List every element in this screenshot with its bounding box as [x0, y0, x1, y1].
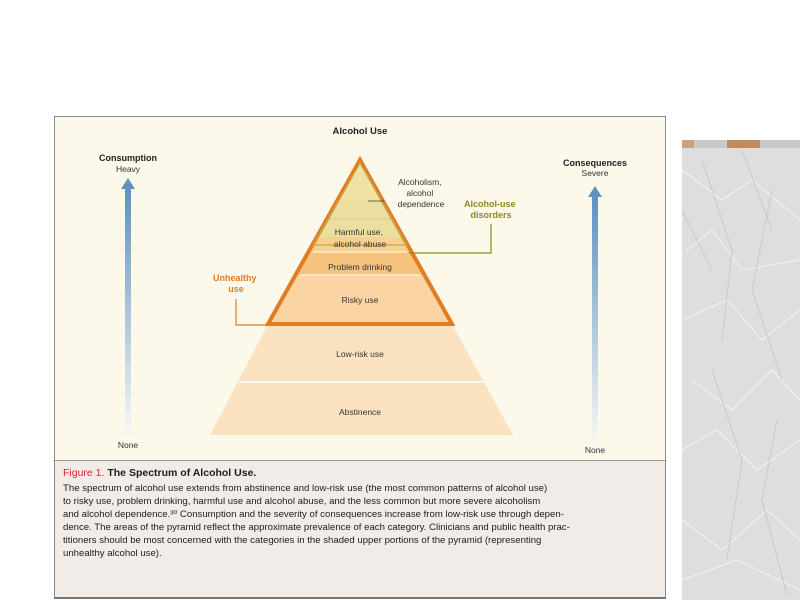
caption-line: The spectrum of alcohol use extends from…	[63, 483, 548, 494]
caption-line: to risky use, problem drinking, harmful …	[63, 496, 541, 508]
level-alcoholism	[337, 162, 383, 201]
marble-texture-panel	[682, 140, 800, 600]
label-problem-drinking: Problem drinking	[328, 262, 392, 272]
caption-line: and alcohol dependence.³⁰ Consumption an…	[63, 509, 564, 521]
color-stripe	[682, 140, 800, 148]
pyramid-diagram: Alcohol Use Consumption Heavy None Conse…	[99, 126, 627, 455]
unhealthy-use-bracket	[235, 299, 270, 326]
consumption-arrowhead-icon	[121, 178, 135, 189]
consumption-none-label: None	[118, 440, 139, 450]
label-risky-use: Risky use	[342, 295, 379, 305]
alcohol-use-disorders-bracket	[409, 224, 492, 254]
bottom-rule	[54, 597, 666, 599]
consumption-label: Consumption	[99, 153, 157, 163]
figure-number: Figure 1.	[63, 467, 105, 479]
label-alcoholism: Alcoholism, alcohol dependence	[398, 177, 445, 209]
pyramid-base	[210, 324, 513, 435]
figure-panel: Alcohol Use Consumption Heavy None Conse…	[54, 116, 666, 598]
caption-line: dence. The areas of the pyramid reflect …	[63, 522, 570, 534]
marble-veins	[682, 149, 800, 596]
figure-caption: Figure 1. The Spectrum of Alcohol Use. T…	[55, 460, 665, 597]
label-low-risk-use: Low-risk use	[336, 349, 384, 359]
consequences-none-label: None	[585, 445, 606, 455]
consequences-label: Consequences	[563, 158, 627, 168]
disorders-outline	[311, 161, 409, 246]
caption-line: titioners should be most concerned with …	[63, 535, 542, 547]
caption-body: The spectrum of alcohol use extends from…	[63, 482, 657, 561]
alcohol-use-disorders-label: Alcohol-use disorders	[464, 199, 518, 220]
level-risky-use	[268, 275, 452, 324]
unhealthy-use-outline	[264, 155, 456, 326]
consumption-heavy-label: Heavy	[116, 164, 141, 174]
label-harmful-use: Harmful use, alcohol abuse	[334, 227, 387, 249]
caption-heading: The Spectrum of Alcohol Use.	[107, 467, 257, 479]
consequences-arrowhead-icon	[588, 186, 602, 197]
consumption-arrow-shaft	[125, 189, 131, 435]
diagram-title: Alcohol Use	[333, 126, 388, 137]
label-abstinence: Abstinence	[339, 407, 381, 417]
unhealthy-use-label: Unhealthy use	[213, 273, 259, 294]
caption-title: Figure 1. The Spectrum of Alcohol Use.	[63, 467, 657, 479]
consequences-arrow-shaft	[592, 197, 598, 441]
consequences-severe-label: Severe	[582, 168, 609, 178]
level-problem-drinking	[296, 252, 424, 275]
caption-line: unhealthy alcohol use).	[63, 548, 162, 560]
